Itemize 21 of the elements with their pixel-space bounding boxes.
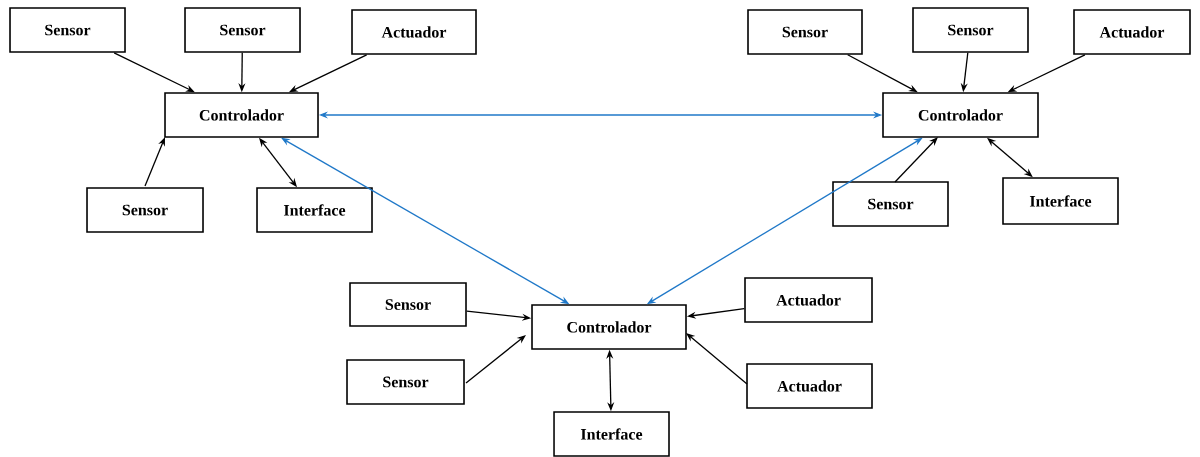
labeled-box: Interface xyxy=(256,187,373,233)
labeled-box: Sensor xyxy=(184,7,301,53)
labeled-box: Actuador xyxy=(744,277,873,323)
labeled-box: Sensor xyxy=(912,7,1029,53)
labeled-box: Interface xyxy=(553,411,670,457)
labeled-box: Sensor xyxy=(86,187,204,233)
labeled-box: Sensor xyxy=(349,282,467,327)
arrow xyxy=(894,137,938,183)
labeled-box: Actuador xyxy=(746,363,873,409)
labeled-box: Interface xyxy=(1002,177,1119,225)
labeled-box: Controlador xyxy=(882,92,1039,138)
labeled-box: Controlador xyxy=(531,304,687,350)
labeled-box: Sensor xyxy=(9,7,126,53)
arrow xyxy=(686,333,748,385)
labeled-box: Actuador xyxy=(1073,9,1191,55)
labeled-box: Sensor xyxy=(346,359,465,405)
labeled-box: Controlador xyxy=(164,92,319,138)
labeled-box: Actuador xyxy=(351,9,477,55)
labeled-box: Sensor xyxy=(747,9,863,55)
labeled-box: Sensor xyxy=(832,181,949,227)
arrow xyxy=(465,335,526,384)
